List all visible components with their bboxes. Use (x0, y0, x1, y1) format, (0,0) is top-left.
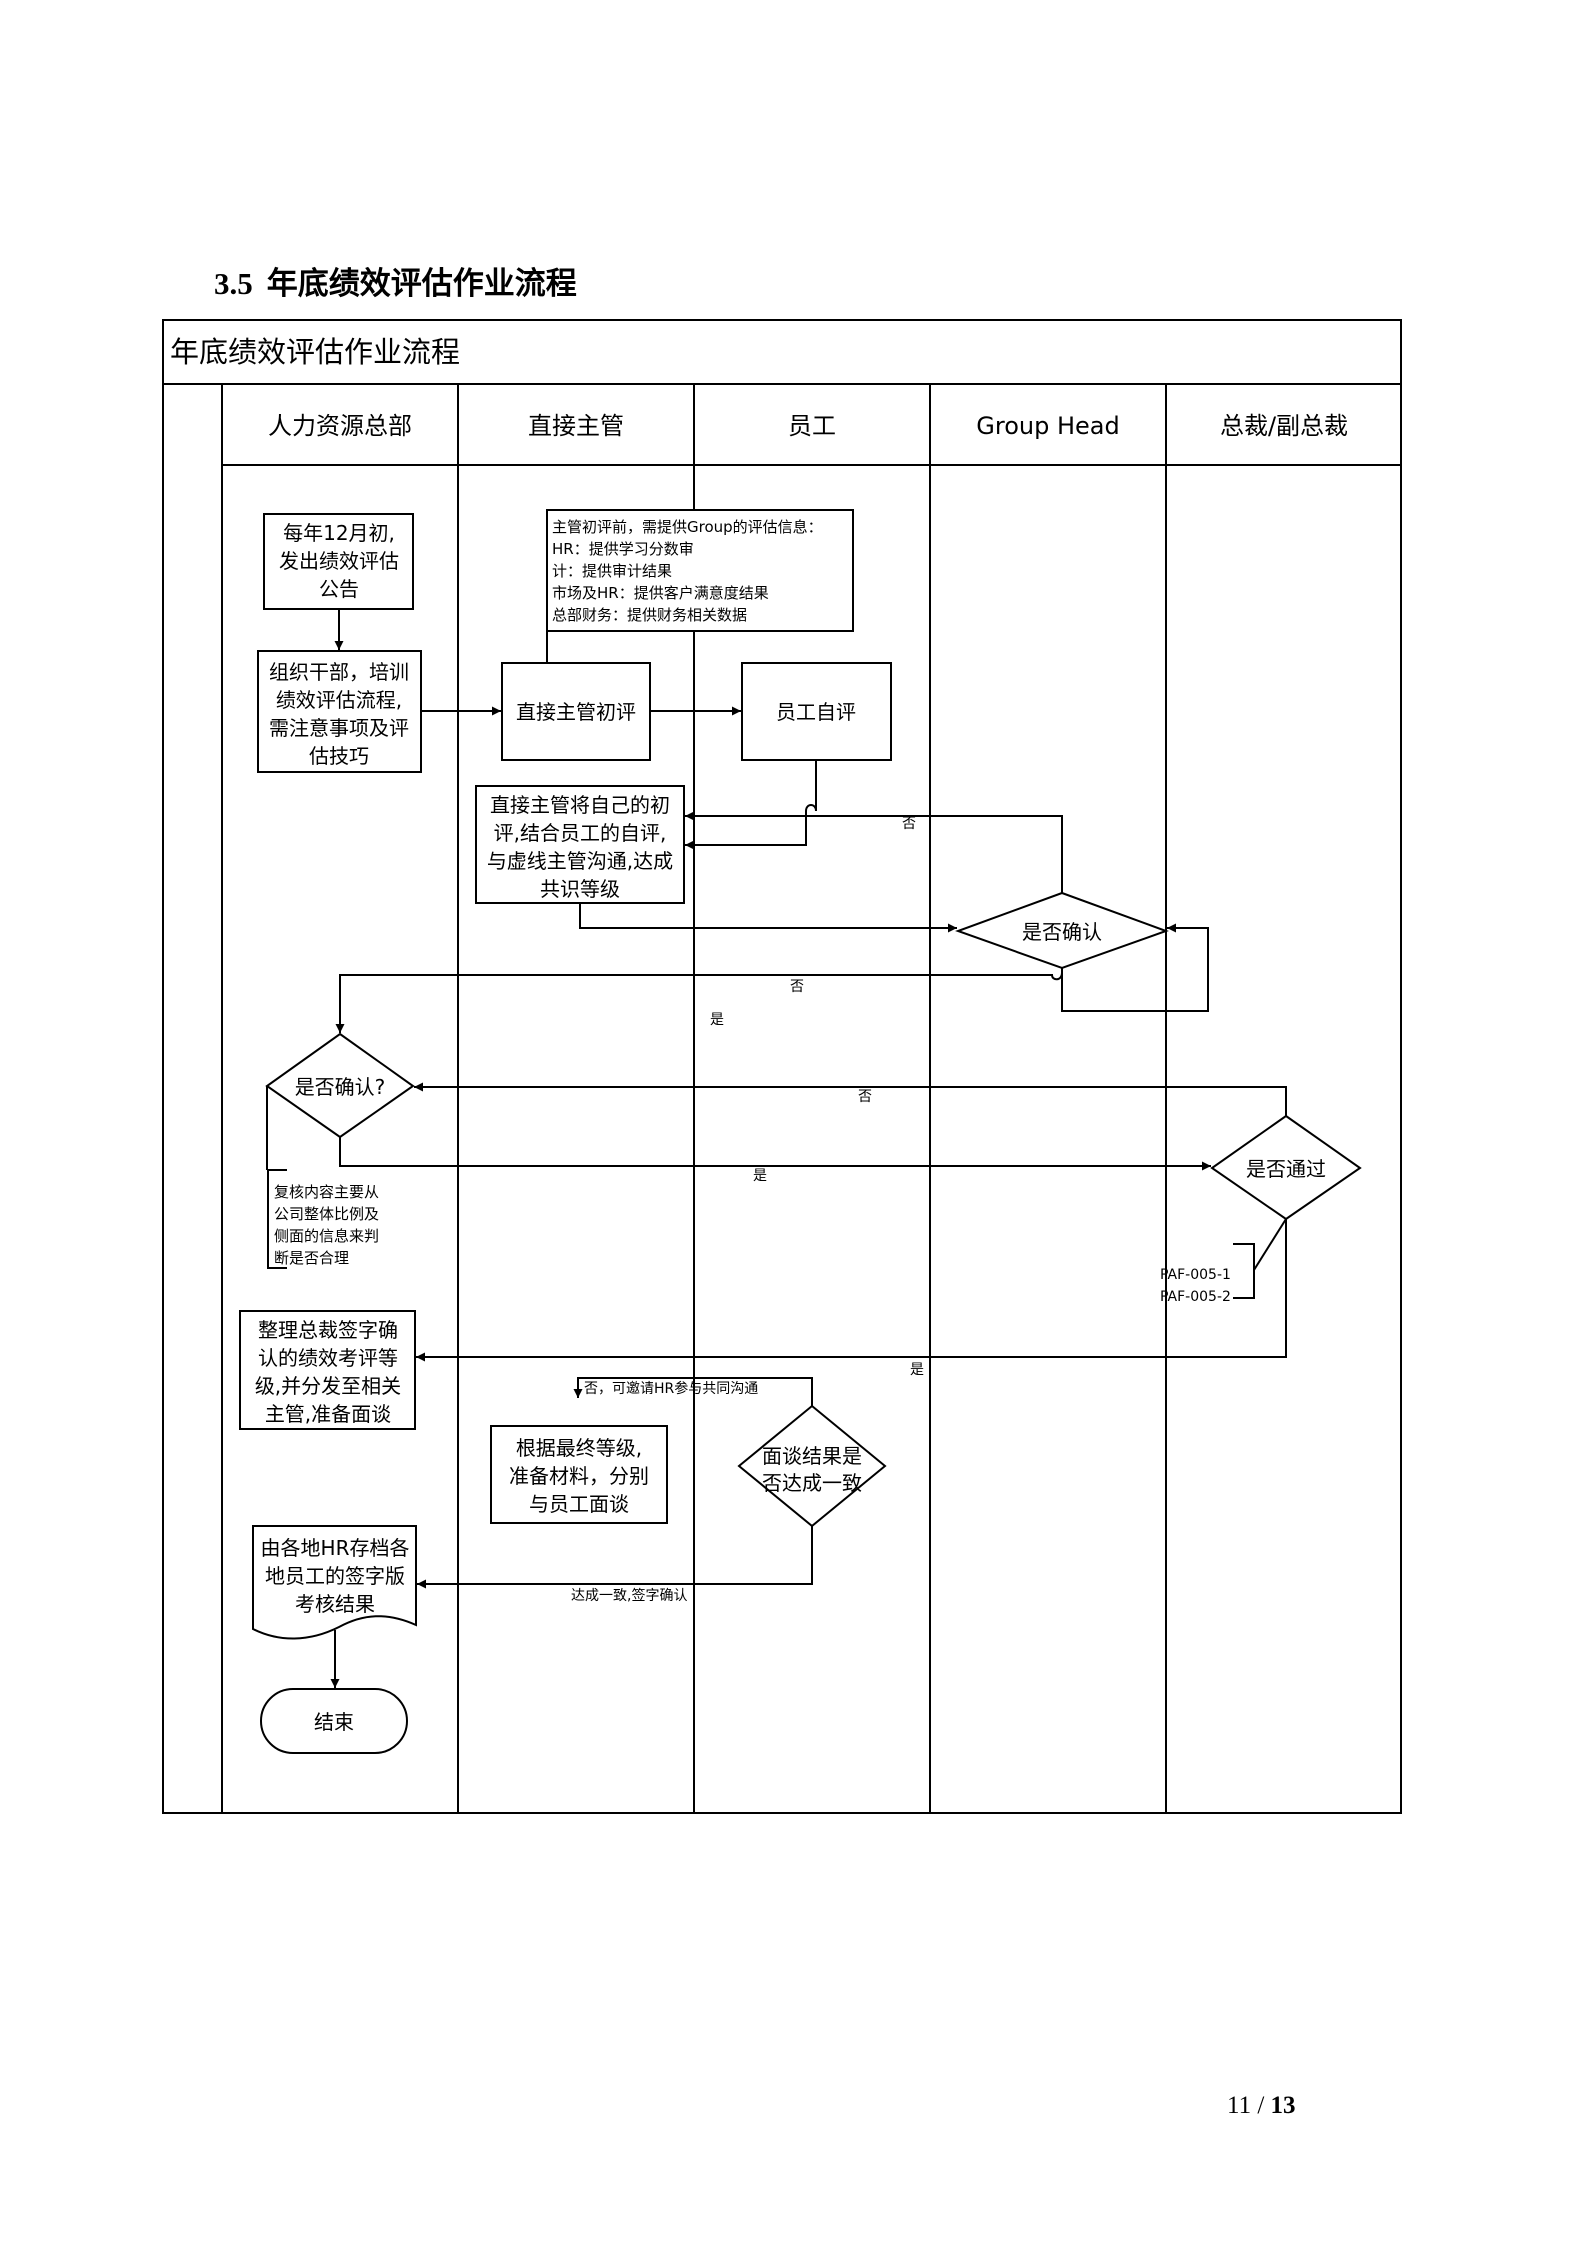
lane-header-hr-hq: 人力资源总部 (268, 412, 412, 440)
edge-label-gh-no-back: 否 (902, 816, 916, 832)
self-review-label: 员工自评 (776, 700, 856, 724)
lane-header-group-head: Group Head (976, 412, 1119, 440)
end-label: 结束 (314, 1710, 354, 1734)
lane-header-direct-manager: 直接主管 (528, 412, 624, 440)
edge-label-hr-yes: 是 (753, 1168, 767, 1184)
forms-bracket (1233, 1243, 1255, 1299)
edge-president-yes (416, 1219, 1287, 1362)
agree-line-1: 面谈结果是 (762, 1444, 862, 1468)
archive-line-2: 地员工的签字版 (265, 1564, 405, 1588)
info-note-line-5: 总部财务：提供财务相关数据 (552, 606, 747, 624)
president-pass-label: 是否通过 (1246, 1157, 1326, 1181)
edge-agree-no (573, 1377, 813, 1406)
organize-line-2: 绩效评估流程, (276, 688, 402, 712)
consensus-line-1: 直接主管将自己的初 (490, 793, 670, 817)
review-note-line-1: 复核内容主要从 (274, 1183, 379, 1201)
edge-president-no (414, 1082, 1287, 1116)
edge-consensus-gh (579, 903, 957, 933)
collate-line-1: 整理总裁签字确 (258, 1318, 398, 1342)
lane-header-president: 总裁/副总裁 (1220, 412, 1348, 440)
gh-confirm-label: 是否确认 (1022, 920, 1102, 944)
organize-line-1: 组织干部，培训 (269, 660, 409, 684)
collate-line-4: 主管,准备面谈 (265, 1402, 391, 1426)
edge-label-gh-yes: 是 (710, 1012, 724, 1028)
agree-line-2: 否达成一致 (762, 1471, 862, 1495)
consensus-line-3: 与虚线主管沟通,达成 (487, 849, 673, 873)
review-note-line-3: 侧面的信息来判 (274, 1227, 379, 1245)
page-number: 11 / 13 (1227, 2092, 1296, 2120)
info-note-box (546, 509, 854, 632)
node-organize-box (257, 650, 422, 773)
announce-line-2: 发出绩效评估 (279, 549, 399, 573)
announce-line-3: 公告 (319, 577, 359, 601)
manager-initial-label: 直接主管初评 (516, 700, 636, 724)
edge-agree-yes (417, 1526, 813, 1589)
edge-gh-no-loop (335, 968, 1063, 1033)
lane-header-employee: 员工 (788, 412, 836, 440)
form-code-2: PAF-005-2 (1160, 1289, 1231, 1305)
node-collate-box (239, 1310, 416, 1430)
edge-gh-no-back (685, 811, 1063, 893)
section-title: 年底绩效评估作业流程 (266, 266, 577, 302)
edge-label-gh-no-loop: 否 (790, 979, 804, 995)
page-separator: / (1257, 2092, 1265, 2119)
edge-label-president-yes: 是 (910, 1362, 924, 1378)
edge-label-president-no: 否 (858, 1089, 872, 1105)
section-number: 3.5 (214, 266, 253, 301)
form-code-1: PAF-005-1 (1160, 1267, 1231, 1283)
flowchart-title: 年底绩效评估作业流程 (170, 335, 460, 369)
node-self-review-box (741, 662, 892, 761)
organize-line-3: 需注意事项及评 (269, 716, 409, 740)
node-end-terminator (260, 1688, 408, 1754)
organize-line-4: 估技巧 (309, 744, 369, 768)
section-heading: 3.5 年底绩效评估作业流程 (214, 258, 577, 303)
archive-line-3: 考核结果 (295, 1592, 375, 1616)
collate-line-3: 级,并分发至相关 (255, 1374, 401, 1398)
review-note-bracket (267, 1169, 287, 1269)
info-note-line-2: HR：提供学习分数审 (552, 540, 694, 558)
node-manager-initial-box (501, 662, 651, 761)
info-note-line-1: 主管初评前，需提供Group的评估信息： (552, 518, 823, 536)
page-current: 11 (1227, 2092, 1252, 2119)
hr-confirm-label: 是否确认? (295, 1075, 386, 1099)
edge-label-agree-no: 否，可邀请HR参与共同沟通 (584, 1380, 758, 1397)
prepare-line-3: 与员工面谈 (529, 1492, 629, 1516)
node-archive-document (252, 1525, 417, 1640)
edge-hr-yes (339, 1137, 1211, 1171)
review-note-line-4: 断是否合理 (274, 1249, 349, 1267)
announce-line-1: 每年12月初, (283, 521, 395, 545)
forms-link (1253, 1218, 1287, 1271)
page-total: 13 (1270, 2092, 1296, 2119)
consensus-line-4: 共识等级 (540, 877, 620, 901)
edge-label-agree-yes: 达成一致,签字确认 (571, 1587, 687, 1604)
archive-line-1: 由各地HR存档各 (261, 1536, 410, 1560)
prepare-line-2: 准备材料，分别 (509, 1464, 649, 1488)
consensus-line-2: 评,结合员工的自评, (494, 821, 667, 845)
node-consensus-box (475, 785, 685, 904)
info-note-line-3: 计：提供审计结果 (552, 562, 672, 580)
swimlane-grid (162, 319, 1402, 1814)
lane-headers: 人力资源总部 直接主管 员工 Group Head 总裁/副总裁 (268, 412, 1348, 440)
prepare-line-1: 根据最终等级, (516, 1436, 642, 1460)
edge-self-consensus (685, 760, 817, 850)
node-announce-box (263, 513, 414, 610)
node-prepare-box (490, 1425, 668, 1524)
collate-line-2: 认的绩效考评等 (258, 1346, 398, 1370)
edge-gh-yes (1061, 923, 1209, 1012)
info-note-line-4: 市场及HR：提供客户满意度结果 (552, 584, 769, 602)
review-note-line-2: 公司整体比例及 (274, 1205, 379, 1223)
